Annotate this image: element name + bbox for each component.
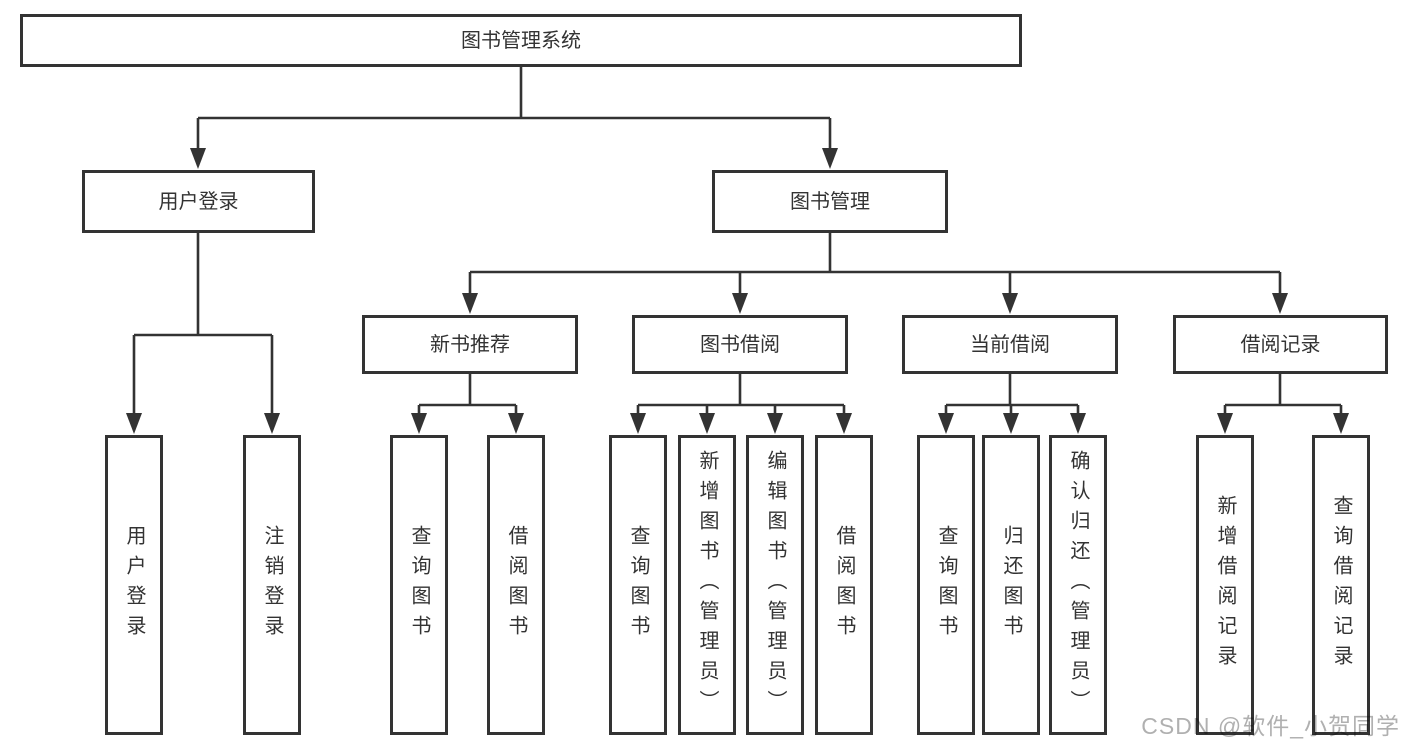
arrowhead-icon: [732, 293, 748, 314]
arrowhead-icon: [822, 148, 838, 169]
connector-current-borrow-to-leaves: [938, 374, 1086, 434]
connector-root-to-level2: [190, 67, 838, 169]
node-book-borrow: 图书借阅: [632, 315, 848, 374]
node-book-management: 图书管理: [712, 170, 948, 233]
arrowhead-icon: [1003, 413, 1019, 434]
arrowhead-icon: [126, 413, 142, 434]
arrowhead-icon: [190, 148, 206, 169]
connector-line: [636, 374, 846, 416]
leaf-borrow-books-recommend: 借阅图书: [487, 435, 545, 735]
arrowhead-icon: [767, 413, 783, 434]
connector-user-login-to-leaves: [126, 233, 280, 434]
connector-line: [944, 374, 1080, 416]
leaf-query-books-recommend: 查询图书: [390, 435, 448, 735]
node-new-book-recommend: 新书推荐: [362, 315, 578, 374]
leaf-add-book-admin: 新增图书（管理员）: [678, 435, 736, 735]
arrowhead-icon: [1002, 293, 1018, 314]
connector-line: [1223, 374, 1343, 416]
arrowhead-icon: [1333, 413, 1349, 434]
leaf-query-borrow-record: 查询借阅记录: [1312, 435, 1370, 735]
connector-new-book-recommend-to-leaves: [411, 374, 524, 434]
leaf-user-login: 用户登录: [105, 435, 163, 735]
leaf-logout: 注销登录: [243, 435, 301, 735]
leaf-return-books: 归还图书: [982, 435, 1040, 735]
connector-book-management-to-level3: [462, 233, 1288, 314]
arrowhead-icon: [1272, 293, 1288, 314]
leaf-confirm-return-admin: 确认归还（管理员）: [1049, 435, 1107, 735]
leaf-query-books-borrow: 查询图书: [609, 435, 667, 735]
connector-line: [468, 233, 1282, 296]
connector-book-borrow-to-leaves: [630, 374, 852, 434]
leaf-borrow-books: 借阅图书: [815, 435, 873, 735]
arrowhead-icon: [1217, 413, 1233, 434]
arrowhead-icon: [699, 413, 715, 434]
arrowhead-icon: [264, 413, 280, 434]
arrowhead-icon: [1070, 413, 1086, 434]
leaf-edit-book-admin: 编辑图书（管理员）: [746, 435, 804, 735]
node-user-login: 用户登录: [82, 170, 315, 233]
arrowhead-icon: [508, 413, 524, 434]
node-root-system: 图书管理系统: [20, 14, 1022, 67]
connector-borrow-records-to-leaves: [1217, 374, 1349, 434]
arrowhead-icon: [411, 413, 427, 434]
node-current-borrow: 当前借阅: [902, 315, 1118, 374]
arrowhead-icon: [938, 413, 954, 434]
leaf-add-borrow-record: 新增借阅记录: [1196, 435, 1254, 735]
arrowhead-icon: [462, 293, 478, 314]
connector-line: [417, 374, 518, 416]
connector-line: [196, 67, 832, 151]
arrowhead-icon: [836, 413, 852, 434]
arrowhead-icon: [630, 413, 646, 434]
leaf-query-books-current: 查询图书: [917, 435, 975, 735]
node-borrow-records: 借阅记录: [1173, 315, 1388, 374]
connector-line: [132, 233, 274, 415]
